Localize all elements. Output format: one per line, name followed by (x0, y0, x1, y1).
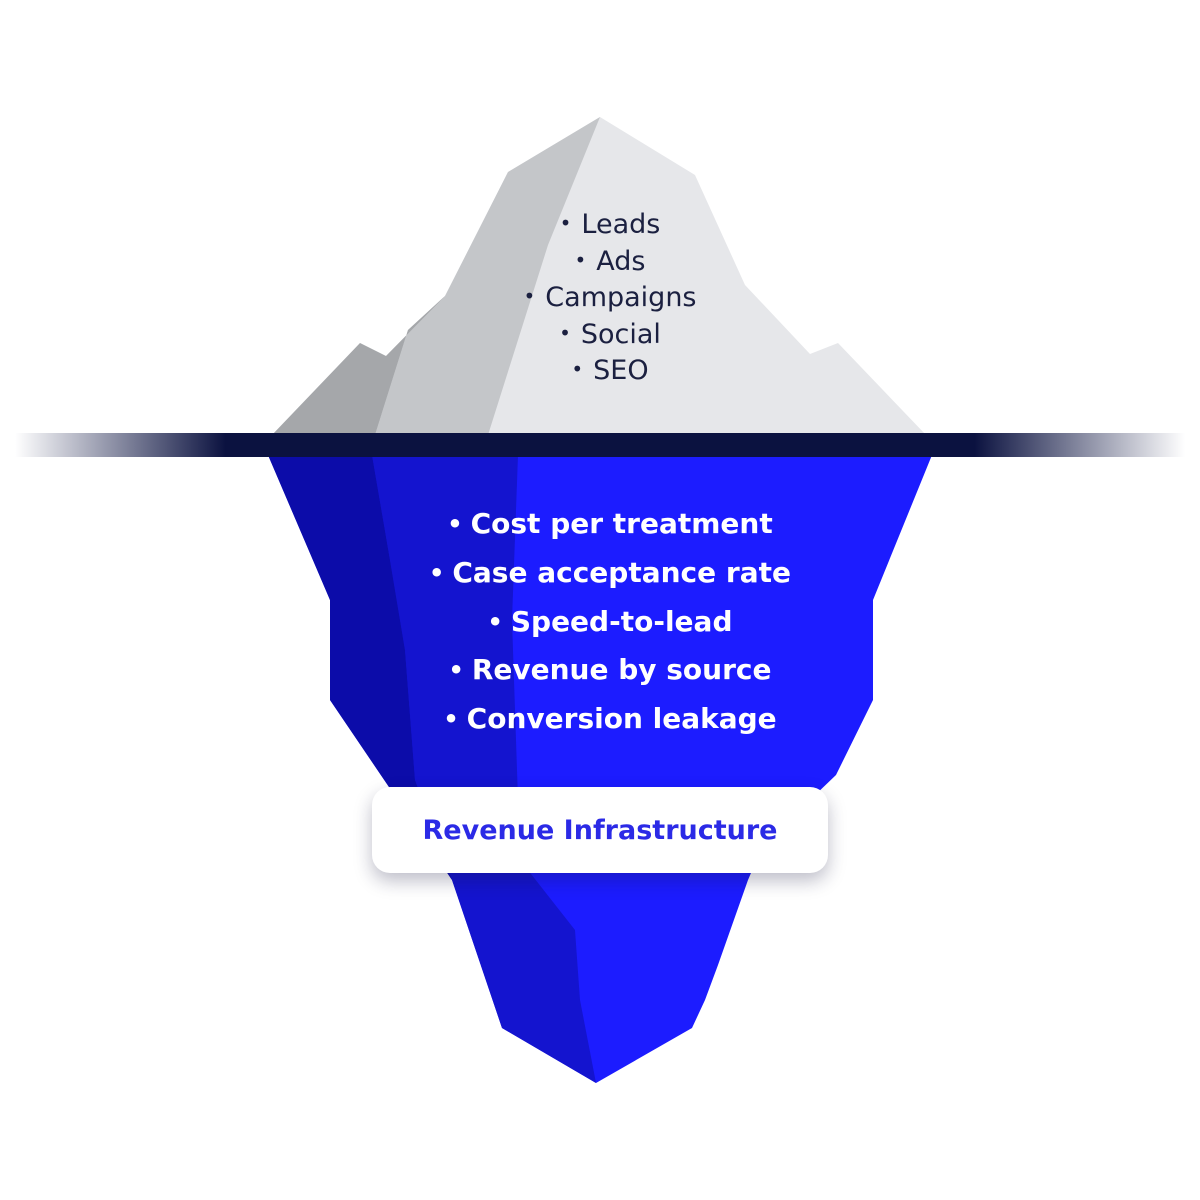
above-water-list: • Leads • Ads • Campaigns • Social • SEO (400, 206, 820, 389)
bullet-dot: • (429, 558, 445, 587)
bullet-dot: • (448, 656, 464, 685)
above-water-item: • Campaigns (400, 279, 820, 316)
below-water-item-label: Cost per treatment (470, 507, 773, 540)
foundation-label-card: Revenue Infrastructure (372, 787, 828, 873)
bullet-dot: • (571, 357, 584, 381)
above-water-item: • Social (400, 316, 820, 353)
bullet-dot: • (487, 607, 503, 636)
below-water-item-label: Conversion leakage (466, 702, 777, 736)
berg-mid-face (372, 455, 596, 1083)
above-water-item-label: Social (580, 318, 661, 350)
above-water-item-label: Ads (596, 245, 646, 277)
foundation-label-text: Revenue Infrastructure (422, 814, 778, 846)
above-water-item-label: SEO (593, 355, 649, 386)
bullet-dot: • (559, 211, 572, 235)
iceberg-body (268, 455, 932, 1083)
below-water-item-label: Revenue by source (471, 653, 772, 687)
water-line (15, 433, 1185, 457)
below-water-item: •Revenue by source (330, 646, 890, 695)
above-water-item-label: Leads (581, 209, 661, 240)
bullet-dot: • (559, 320, 571, 345)
bullet-dot: • (574, 247, 587, 272)
bullet-dot: • (523, 284, 536, 308)
bullet-dot: • (447, 510, 463, 538)
below-water-item: •Cost per treatment (330, 500, 890, 549)
ice-mid-face (375, 117, 600, 435)
bullet-dot: • (443, 705, 459, 734)
above-water-item: • Ads (400, 243, 820, 280)
below-water-item-label: Case acceptance rate (452, 555, 791, 589)
above-water-item: • Leads (400, 206, 820, 243)
above-water-item: • SEO (400, 352, 820, 389)
ice-dark-face (272, 296, 445, 435)
below-water-item: •Conversion leakage (330, 695, 890, 744)
below-water-list: •Cost per treatment •Case acceptance rat… (330, 500, 890, 744)
below-water-item: •Case acceptance rate (330, 549, 890, 598)
above-water-item-label: Campaigns (545, 282, 697, 313)
iceberg-tip (272, 117, 926, 435)
below-water-item: •Speed-to-lead (330, 598, 890, 647)
below-water-item-label: Speed-to-lead (510, 604, 733, 638)
berg-dark-face (268, 455, 452, 880)
